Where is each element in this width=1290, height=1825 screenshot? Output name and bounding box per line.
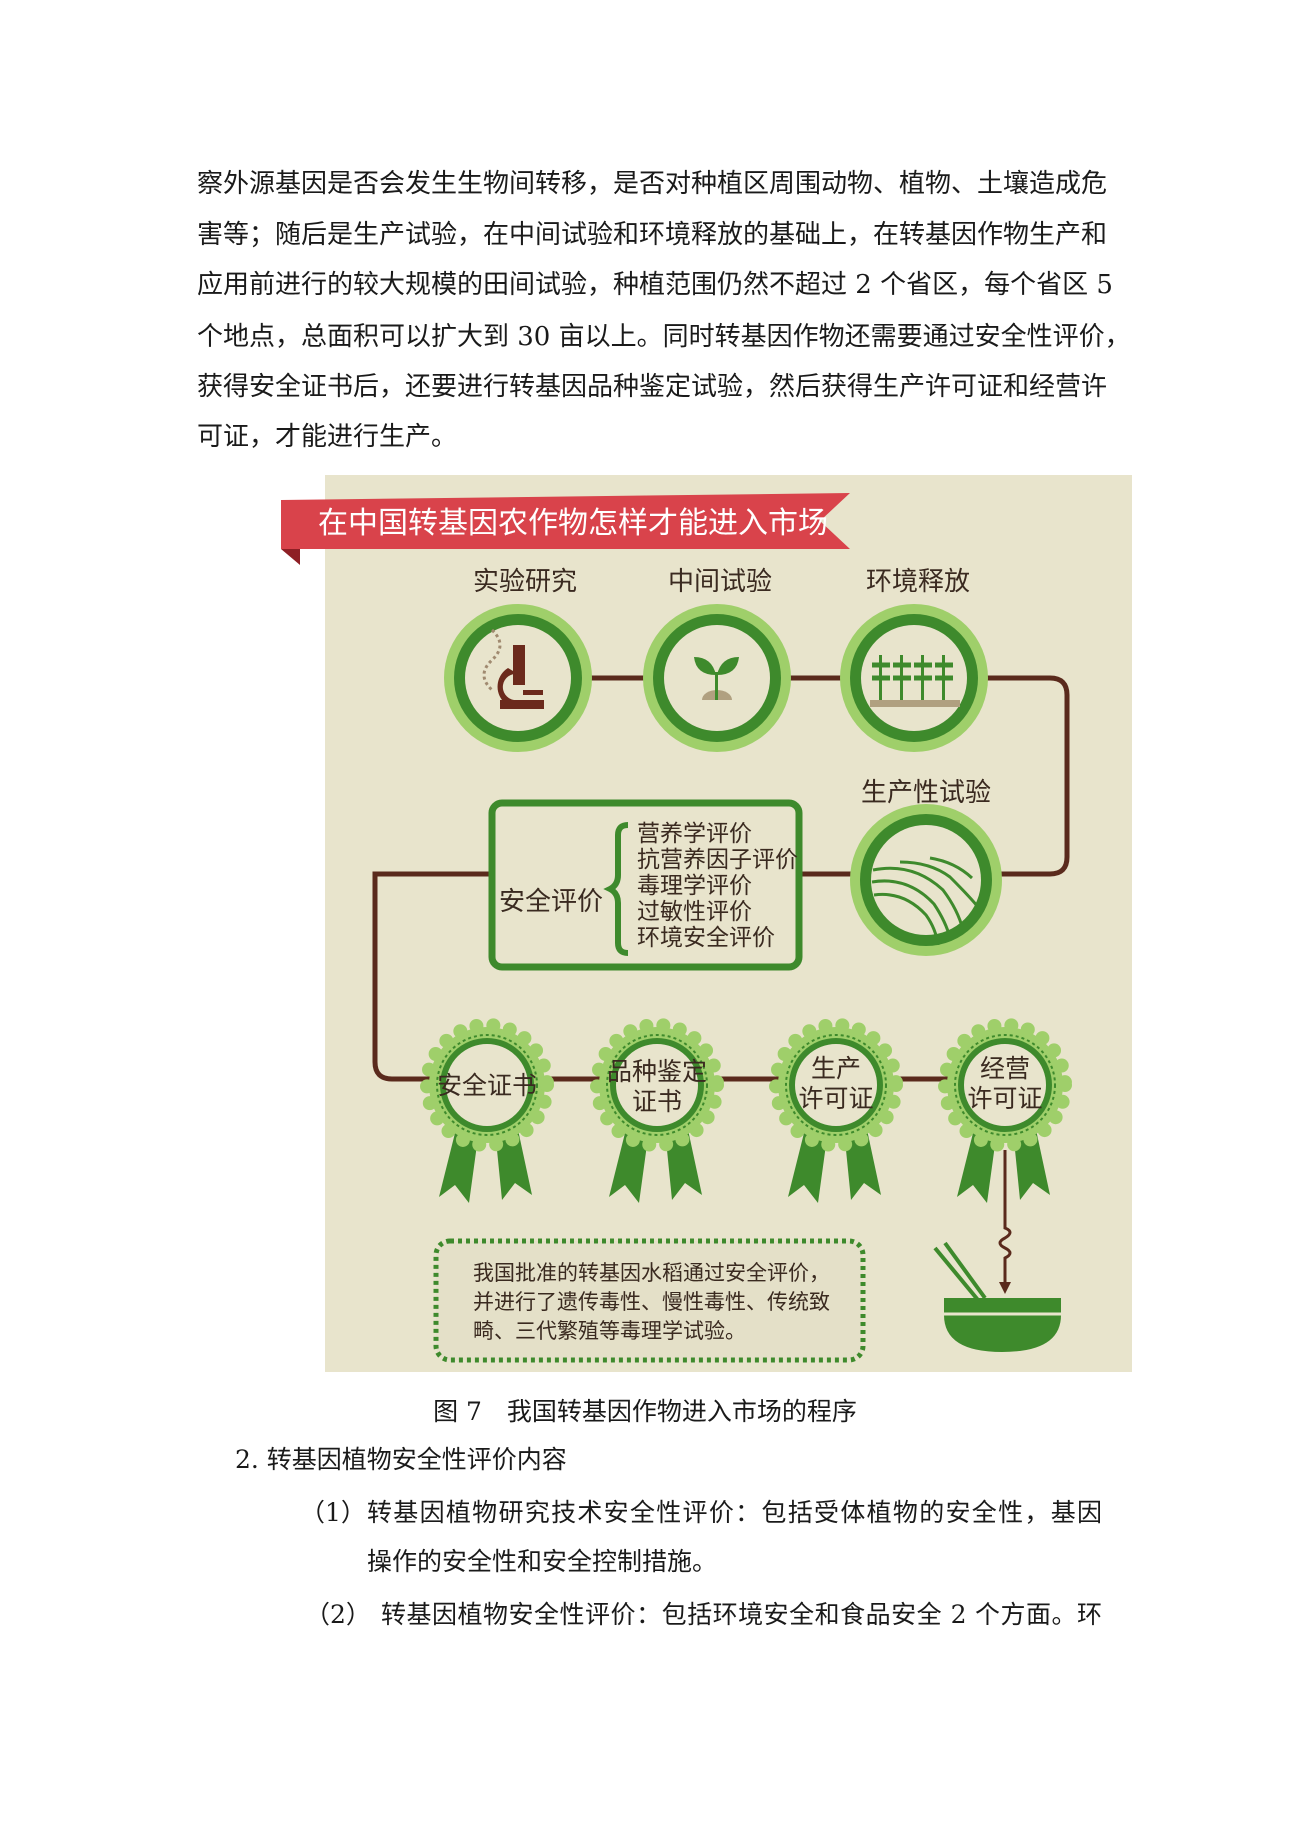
safety-item: 毒理学评价 [637, 873, 752, 899]
certificate-label: 经营 [980, 1054, 1030, 1083]
certificate-label: 证书 [632, 1087, 682, 1116]
title-banner: 在中国转基因农作物怎样才能进入市场 [281, 493, 850, 565]
stage-label: 实验研究 [473, 567, 577, 597]
body-line: 察外源基因是否会发生生物间转移，是否对种植区周围动物、植物、土壤造成危 [197, 169, 1108, 199]
field-icon [871, 856, 980, 946]
body-line: 应用前进行的较大规模的田间试验，种植范围仍然不超过 2 个省区，每个省区 5 [197, 270, 1113, 300]
safety-evaluation-label: 安全评价 [499, 887, 603, 917]
banner-title: 在中国转基因农作物怎样才能进入市场 [318, 506, 828, 541]
stage-circle-seedling [643, 604, 791, 752]
certificate-label: 安全证书 [437, 1071, 537, 1100]
certificate-badge [420, 1018, 554, 1203]
microscope-icon [482, 628, 544, 709]
certificate-label: 生产 [811, 1054, 861, 1083]
section-heading: 2. 转基因植物安全性评价内容 [235, 1445, 567, 1474]
ribbon-icon [957, 1125, 997, 1203]
stage-circle-field [850, 804, 1002, 956]
ribbon-icon [844, 1125, 881, 1200]
note-box: 我国批准的转基因水稻通过安全评价， 并进行了遗传毒性、慢性毒性、传统致 畸、三代… [433, 1238, 866, 1363]
ribbon-icon [495, 1125, 532, 1200]
note-line: 我国批准的转基因水稻通过安全评价， [473, 1261, 830, 1285]
stage-label: 环境释放 [866, 567, 970, 597]
ribbon-icon [439, 1125, 479, 1203]
ribbon-icon [609, 1125, 649, 1203]
rice-bowl-icon [933, 1241, 1061, 1352]
item-number: （1） [300, 1498, 366, 1527]
ribbon-icon [665, 1125, 702, 1200]
body-line: 获得安全证书后，还要进行转基因品种鉴定试验，然后获得生产许可证和经营许 [197, 372, 1108, 402]
body-line: 害等；随后是生产试验，在中间试验和环境释放的基础上，在转基因作物生产和 [197, 220, 1108, 250]
item-text-continued: 操作的安全性和安全控制措施。 [367, 1547, 718, 1576]
item-text: 转基因植物安全性评价：包括环境安全和食品安全 2 个方面。环 [381, 1600, 1102, 1629]
stage-circle-lab [444, 604, 592, 752]
arrow-to-bowl [998, 1150, 1012, 1294]
note-line: 并进行了遗传毒性、慢性毒性、传统致 [473, 1290, 830, 1314]
certificate-label: 许可证 [798, 1084, 873, 1113]
safety-item: 环境安全评价 [637, 925, 775, 951]
stage-label: 中间试验 [668, 567, 772, 597]
plants-row-icon [870, 655, 960, 707]
certificate-label: 品种鉴定 [607, 1057, 707, 1086]
certificate-badge [590, 1018, 724, 1203]
stage-label: 生产性试验 [861, 778, 991, 808]
seedling-icon [694, 657, 739, 700]
item-number: （2） [305, 1600, 371, 1629]
brace-icon [603, 822, 629, 956]
body-line: 可证，才能进行生产。 [197, 422, 458, 452]
certificate-badge [769, 1018, 903, 1203]
note-line: 畸、三代繁殖等毒理学试验。 [473, 1319, 746, 1343]
safety-item: 营养学评价 [637, 821, 752, 847]
ribbon-icon [1013, 1125, 1050, 1200]
figure-caption: 图 7 我国转基因作物进入市场的程序 [433, 1397, 857, 1426]
safety-item: 抗营养因子评价 [637, 847, 798, 873]
safety-evaluation-box: 安全评价 营养学评价 抗营养因子评价 毒理学评价 过敏性评价 环境安全评价 [488, 799, 803, 971]
item-text: 转基因植物研究技术安全性评价：包括受体植物的安全性，基因 [367, 1498, 1102, 1527]
body-line: 个地点，总面积可以扩大到 30 亩以上。同时转基因作物还需要通过安全性评价， [197, 322, 1131, 352]
certificate-label: 许可证 [967, 1084, 1042, 1113]
stage-circle-plants [840, 604, 988, 752]
certificate-badge [938, 1018, 1072, 1203]
ribbon-icon [788, 1125, 828, 1203]
safety-item: 过敏性评价 [637, 899, 752, 925]
